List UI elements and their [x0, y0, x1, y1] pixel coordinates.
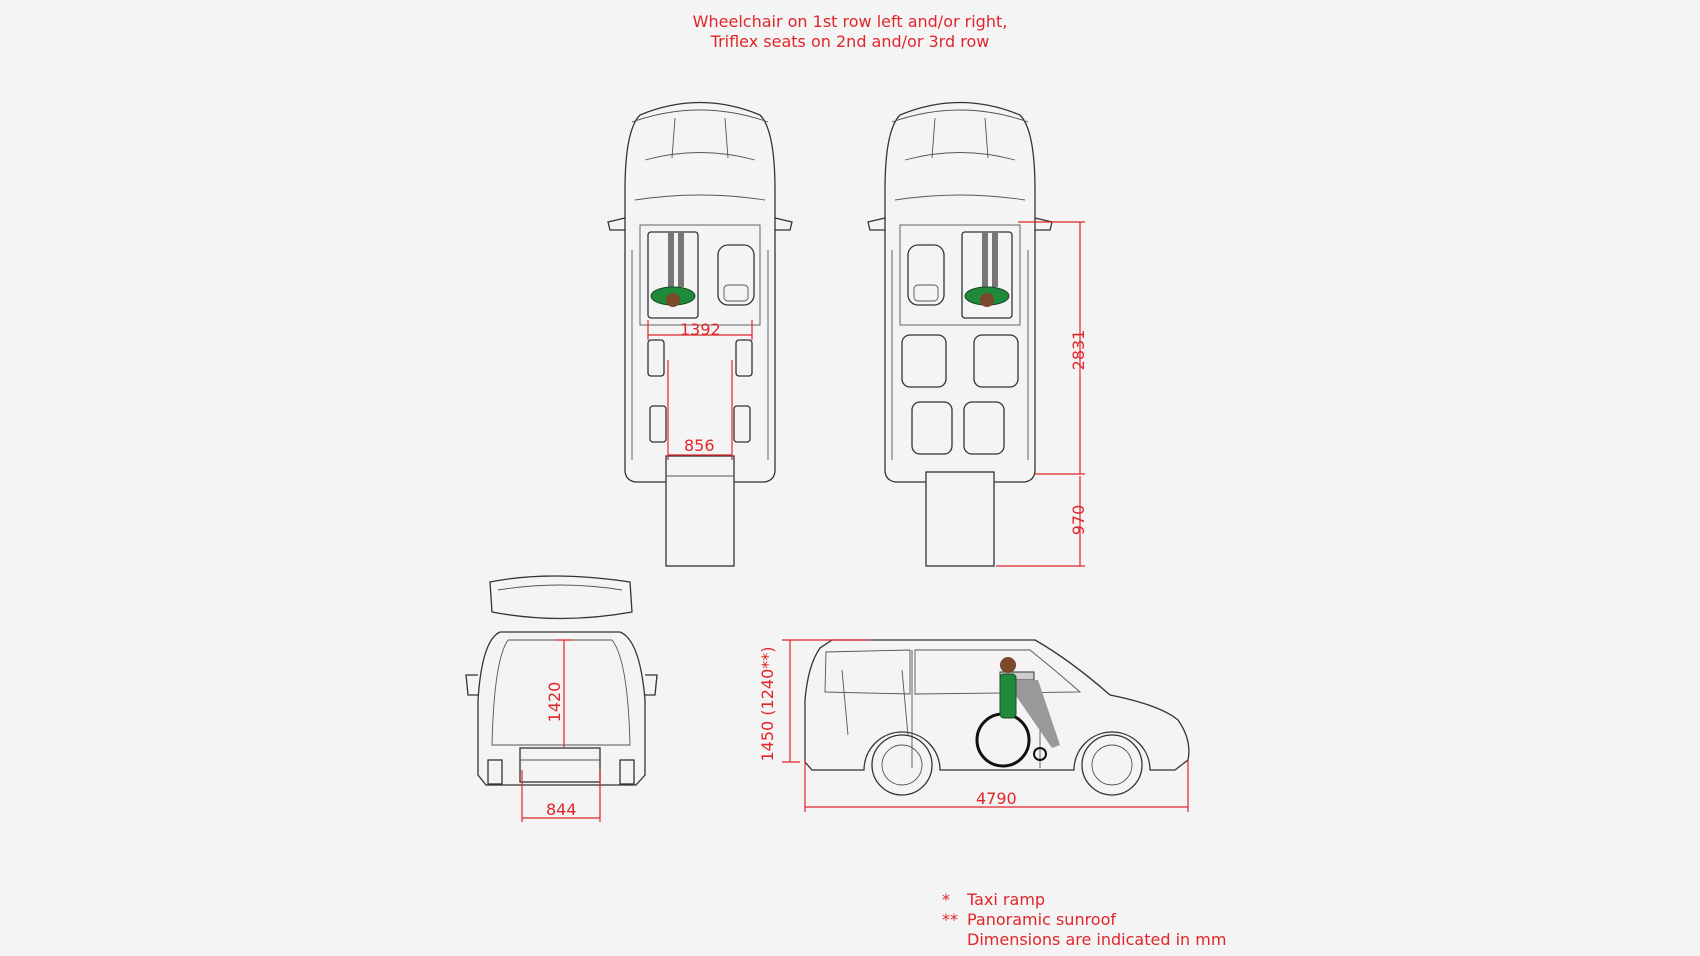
- diagram-title-line2: Triflex seats on 2nd and/or 3rd row: [710, 32, 990, 51]
- top-view-left: [607, 101, 793, 567]
- dim-label-rear-height: 1420: [545, 681, 564, 723]
- dim-label-rear-ramp-width: 844: [546, 800, 577, 819]
- top-view-right: [867, 101, 1085, 567]
- rear-view: [465, 575, 658, 822]
- dim-label-overall-length: 4790: [976, 789, 1017, 808]
- diagram-title-line1: Wheelchair on 1st row left and/or right,: [692, 12, 1008, 31]
- dim-label-side-height: 1450 (1240**): [758, 646, 777, 762]
- dim-label-cabin-length: 2831: [1069, 329, 1088, 371]
- side-view: [782, 639, 1190, 812]
- note-2-mark: **: [942, 910, 958, 929]
- dim-label-ramp-length: 970: [1069, 504, 1088, 536]
- note-1-text: Taxi ramp: [967, 890, 1046, 909]
- dim-label-width-row1: 1392: [680, 320, 721, 339]
- note-2-text: Panoramic sunroof: [967, 910, 1117, 929]
- dim-label-ramp-width-top: 856: [684, 436, 715, 455]
- note-1-mark: *: [942, 890, 950, 909]
- note-3-text: Dimensions are indicated in mm: [967, 930, 1227, 949]
